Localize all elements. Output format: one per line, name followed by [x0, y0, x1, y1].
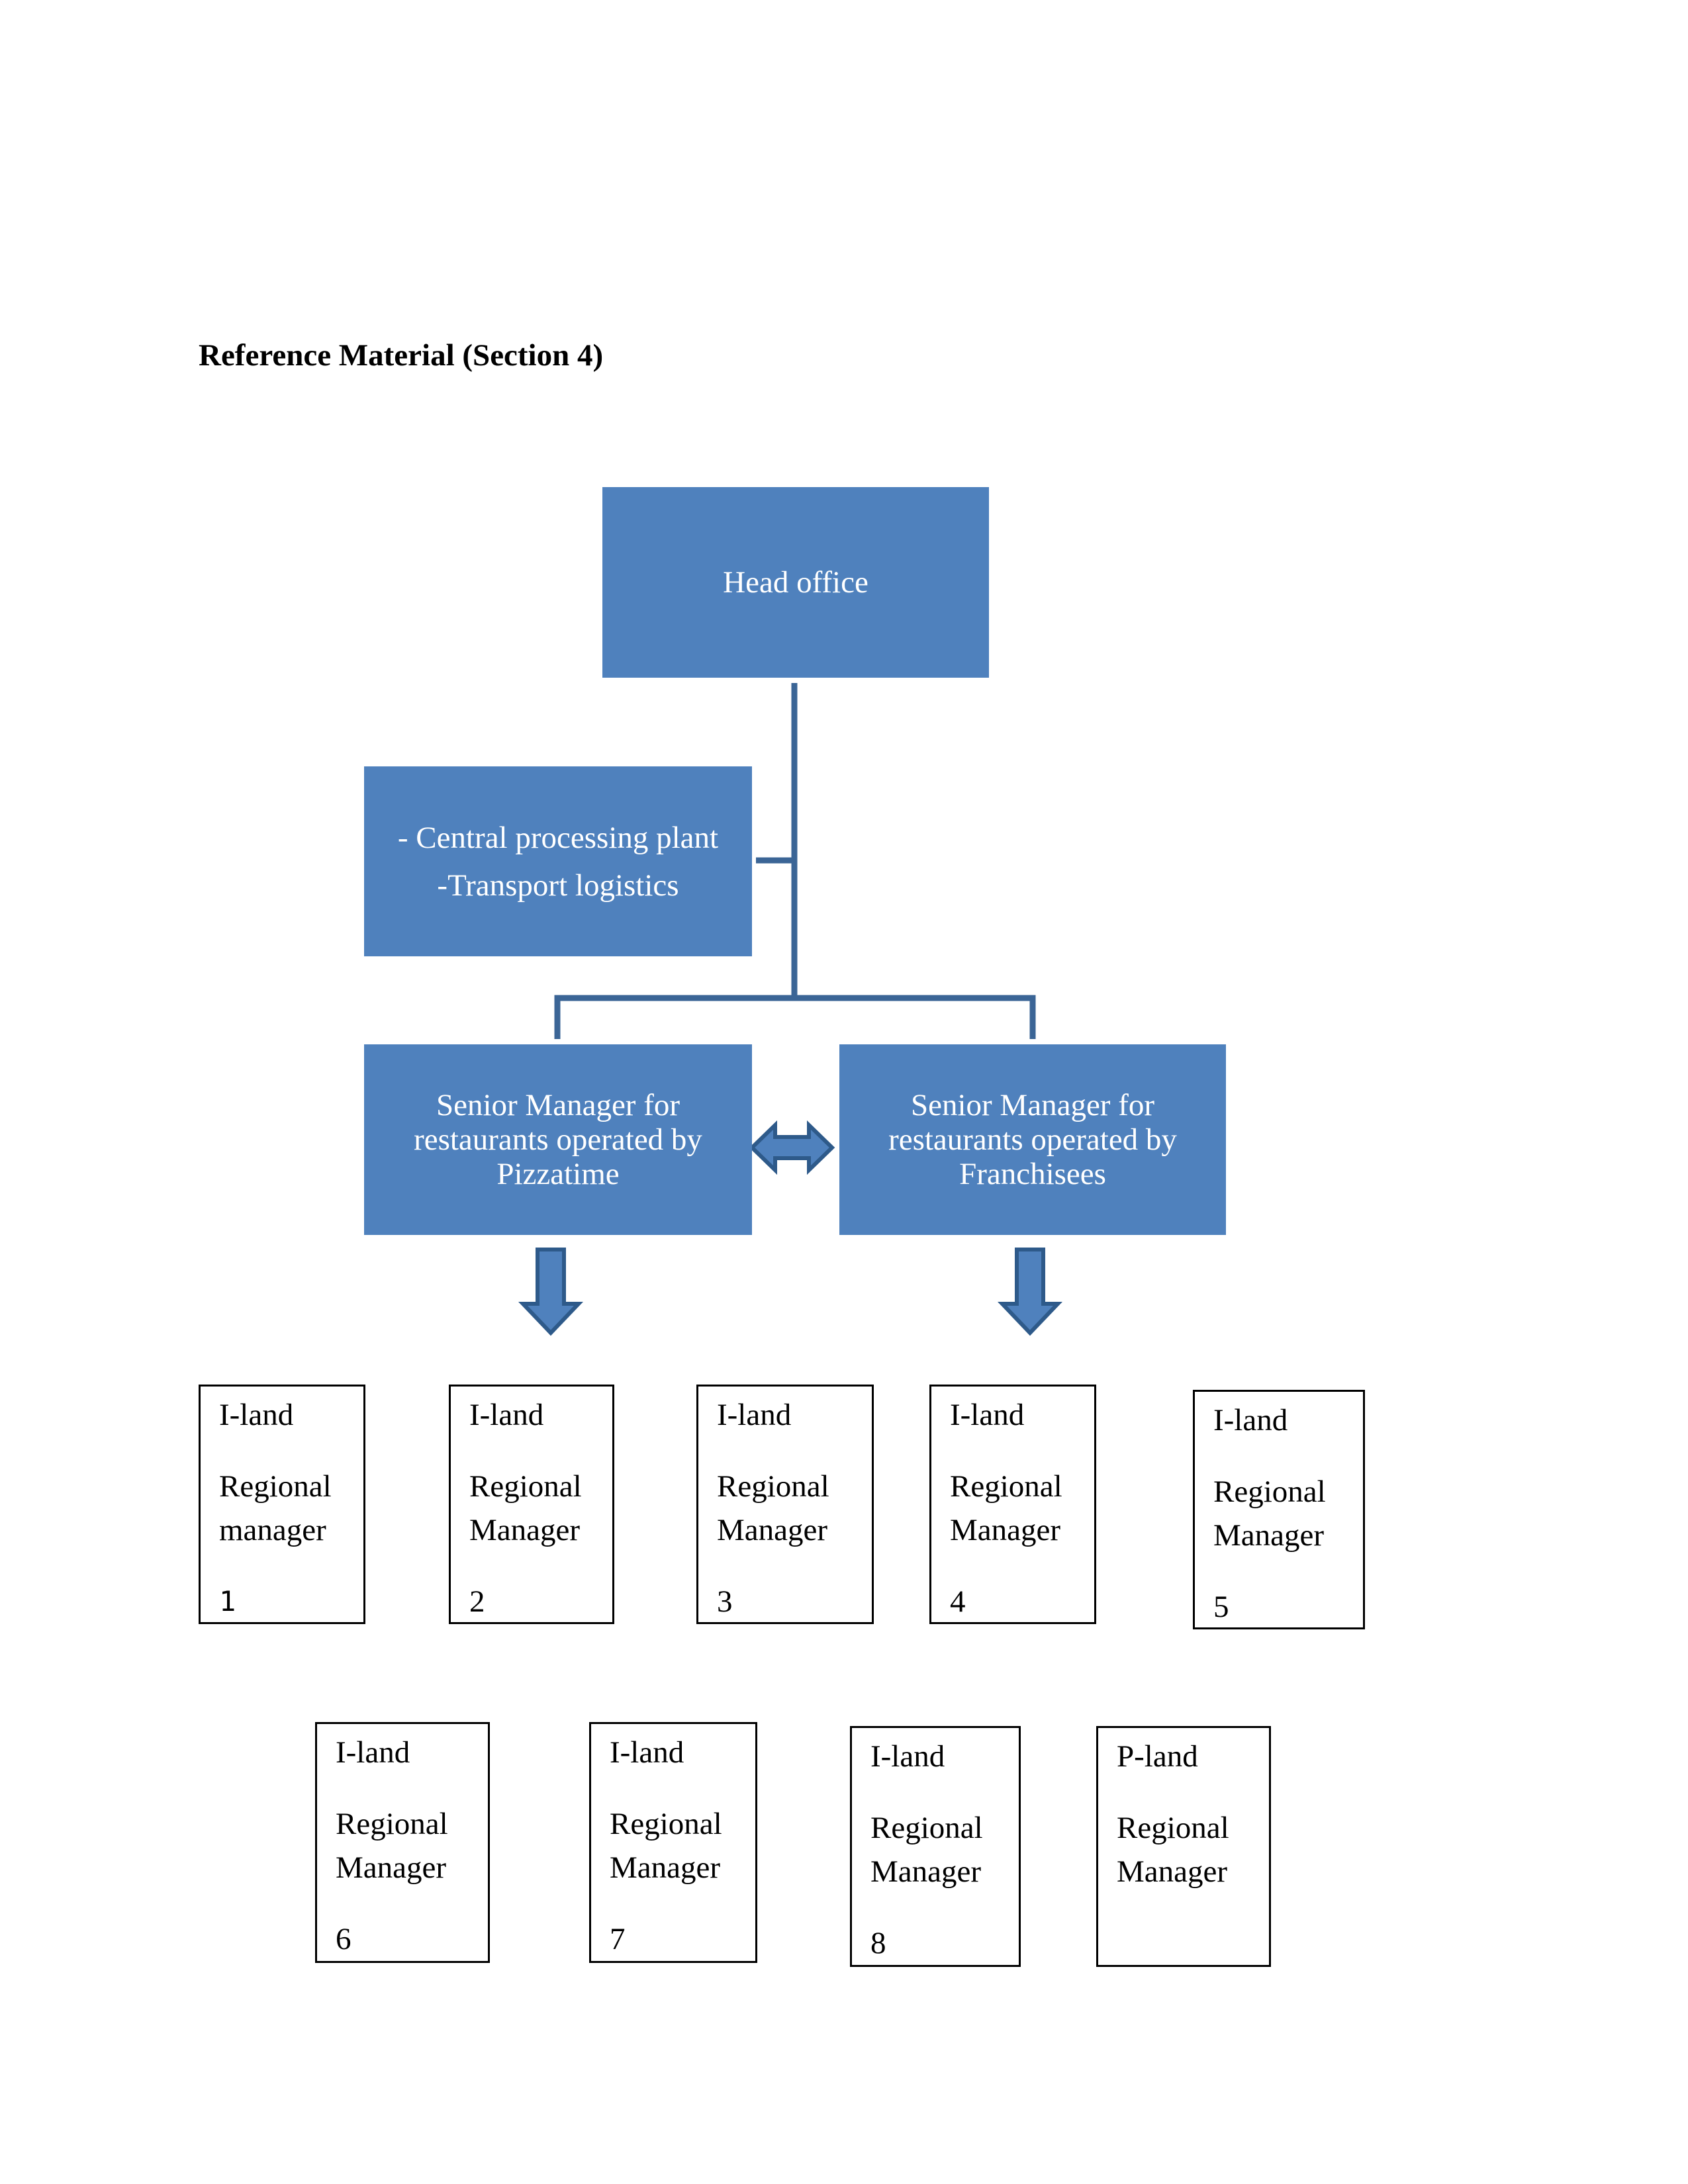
down-arrow-icon: [997, 1248, 1063, 1336]
region-role: Manager: [336, 1850, 447, 1885]
senior-manager-line: Pizzatime: [496, 1157, 620, 1191]
region-number: 3: [717, 1584, 733, 1619]
region-role: Manager: [870, 1854, 982, 1889]
region-number: 1: [219, 1585, 236, 1617]
senior-manager-line: Franchisees: [959, 1157, 1106, 1191]
region-role: Regional: [1117, 1811, 1229, 1845]
senior-manager-line: restaurants operated by: [888, 1122, 1177, 1157]
regional-manager-box: I-land Regional Manager 6: [315, 1722, 490, 1963]
regional-manager-box: I-land Regional Manager 3: [696, 1385, 874, 1624]
region-number: 8: [870, 1926, 886, 1960]
central-processing-box: - Central processing plant -Transport lo…: [364, 766, 752, 956]
senior-manager-line: restaurants operated by: [414, 1122, 702, 1157]
head-office-label: Head office: [723, 565, 868, 600]
region-number: 7: [610, 1922, 626, 1956]
region-name: I-land: [1213, 1403, 1288, 1437]
region-role: Regional: [1213, 1475, 1326, 1509]
region-role: Regional: [717, 1469, 829, 1504]
region-number: 6: [336, 1922, 352, 1956]
regional-manager-box: I-land Regional Manager 8: [850, 1726, 1021, 1967]
transport-logistics-label: -Transport logistics: [437, 868, 679, 903]
regional-manager-box: I-land Regional Manager 2: [449, 1385, 614, 1624]
region-name: I-land: [469, 1398, 544, 1432]
region-role: Regional: [469, 1469, 582, 1504]
double-arrow-icon: [749, 1120, 835, 1175]
region-number: 5: [1213, 1590, 1229, 1624]
senior-branch-line: [554, 995, 1036, 1039]
region-name: I-land: [336, 1735, 410, 1770]
region-role: Manager: [717, 1513, 828, 1547]
central-processing-label: - Central processing plant: [397, 820, 719, 855]
regional-manager-box: I-land Regional manager 1: [199, 1385, 365, 1624]
senior-manager-franchisees-box: Senior Manager for restaurants operated …: [839, 1044, 1226, 1235]
region-name: I-land: [717, 1398, 792, 1432]
region-role: Regional: [870, 1811, 983, 1845]
page-heading: Reference Material (Section 4): [199, 338, 604, 373]
region-name: I-land: [950, 1398, 1025, 1432]
region-role: Manager: [610, 1850, 721, 1885]
region-role: Manager: [469, 1513, 581, 1547]
regional-manager-box: I-land Regional Manager 5: [1193, 1390, 1365, 1629]
region-name: I-land: [870, 1739, 945, 1774]
senior-manager-line: Senior Manager for: [910, 1088, 1155, 1122]
senior-manager-pizzatime-box: Senior Manager for restaurants operated …: [364, 1044, 752, 1235]
region-role: Manager: [1117, 1854, 1228, 1889]
region-role: Regional: [610, 1807, 722, 1841]
region-number: 2: [469, 1584, 485, 1619]
region-role: manager: [219, 1513, 326, 1547]
region-role: Regional: [219, 1469, 332, 1504]
senior-manager-line: Senior Manager for: [436, 1088, 680, 1122]
region-number: 4: [950, 1584, 966, 1619]
regional-manager-box: P-land Regional Manager: [1096, 1726, 1271, 1967]
region-name: I-land: [219, 1398, 294, 1432]
region-name: P-land: [1117, 1739, 1198, 1774]
down-arrow-icon: [518, 1248, 584, 1336]
region-name: I-land: [610, 1735, 684, 1770]
regional-manager-box: I-land Regional Manager 7: [589, 1722, 757, 1963]
regional-manager-box: I-land Regional Manager 4: [929, 1385, 1096, 1624]
region-role: Regional: [950, 1469, 1062, 1504]
region-role: Manager: [950, 1513, 1061, 1547]
region-role: Manager: [1213, 1518, 1325, 1553]
region-role: Regional: [336, 1807, 448, 1841]
head-office-box: Head office: [602, 487, 989, 678]
